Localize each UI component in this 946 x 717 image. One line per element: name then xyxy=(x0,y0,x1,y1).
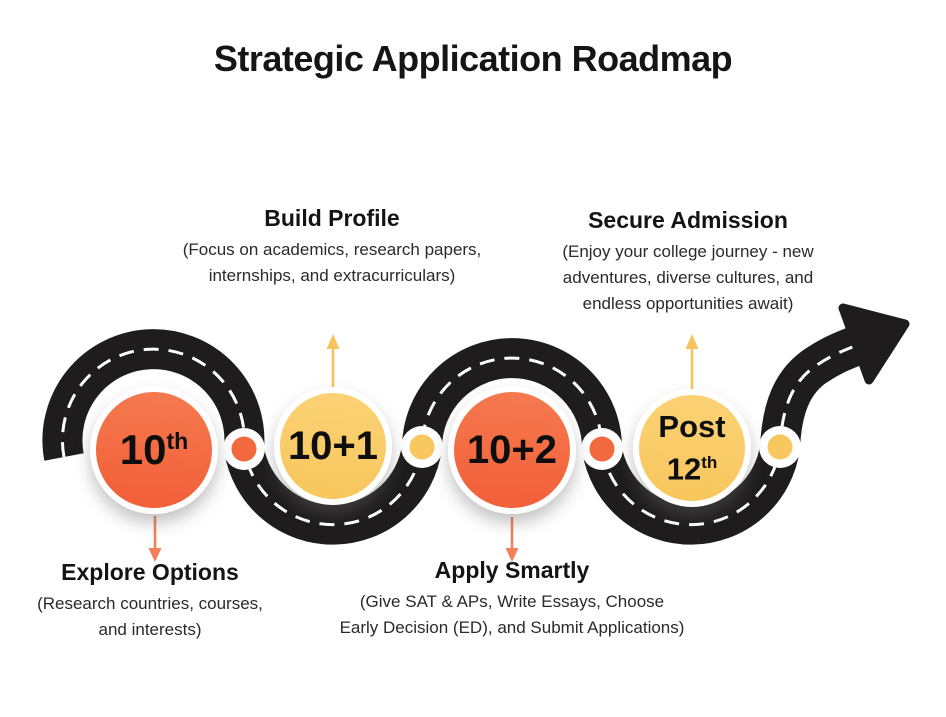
annotation-body-line: internships, and extracurriculars) xyxy=(208,266,456,285)
milestone-label-post12: Post 12th xyxy=(658,408,726,487)
annotation-explore-options: Explore Options (Research countries, cou… xyxy=(0,558,305,643)
milestone-circle-10plus1: 10+1 xyxy=(274,387,392,505)
road-node-dot-2 xyxy=(401,426,443,468)
milestone-circle-10th: 10th xyxy=(90,386,218,514)
annotation-heading-build-profile: Build Profile xyxy=(264,205,400,231)
milestone-label-10th: 10th xyxy=(119,426,189,473)
connector-arrow-down-10plus2 xyxy=(505,517,519,562)
annotation-apply-smartly: Apply Smartly (Give SAT & APs, Write Ess… xyxy=(277,556,747,641)
milestone-circle-10plus2: 10+2 xyxy=(448,386,576,514)
annotation-heading-secure-admission: Secure Admission xyxy=(588,207,788,233)
annotation-body-line: (Focus on academics, research papers, xyxy=(182,240,482,259)
milestone-label-10plus2: 10+2 xyxy=(466,427,558,472)
annotation-heading-explore-options: Explore Options xyxy=(61,559,239,585)
annotation-body-line: (Give SAT & APs, Write Essays, Choose xyxy=(359,592,665,611)
page-title: Strategic Application Roadmap xyxy=(213,38,733,79)
annotation-secure-admission: Secure Admission (Enjoy your college jou… xyxy=(518,206,858,317)
annotation-heading-apply-smartly: Apply Smartly xyxy=(434,557,590,583)
road-node-dot-1 xyxy=(223,428,265,470)
annotation-body-line: adventures, diverse cultures, and xyxy=(562,268,814,287)
connector-arrow-up-10plus1 xyxy=(326,334,340,389)
annotation-body-line: endless opportunities await) xyxy=(582,294,794,313)
road-node-dot-4 xyxy=(759,426,801,468)
annotation-body-line: Early Decision (ED), and Submit Applicat… xyxy=(339,618,685,637)
road-arrowhead-icon xyxy=(838,303,910,385)
milestone-circle-post12: Post 12th xyxy=(633,389,751,507)
connector-arrow-down-10th xyxy=(148,516,162,562)
road-center-line xyxy=(60,341,863,527)
annotation-build-profile: Build Profile (Focus on academics, resea… xyxy=(147,204,517,289)
road-node-dot-3 xyxy=(581,428,623,470)
annotation-body-line: and interests) xyxy=(98,620,202,639)
annotation-body-line: (Research countries, courses, xyxy=(37,594,263,613)
connector-arrow-up-post12 xyxy=(685,334,699,391)
milestone-label-10plus1: 10+1 xyxy=(287,423,379,468)
annotation-body-line: (Enjoy your college journey - new xyxy=(562,242,814,261)
